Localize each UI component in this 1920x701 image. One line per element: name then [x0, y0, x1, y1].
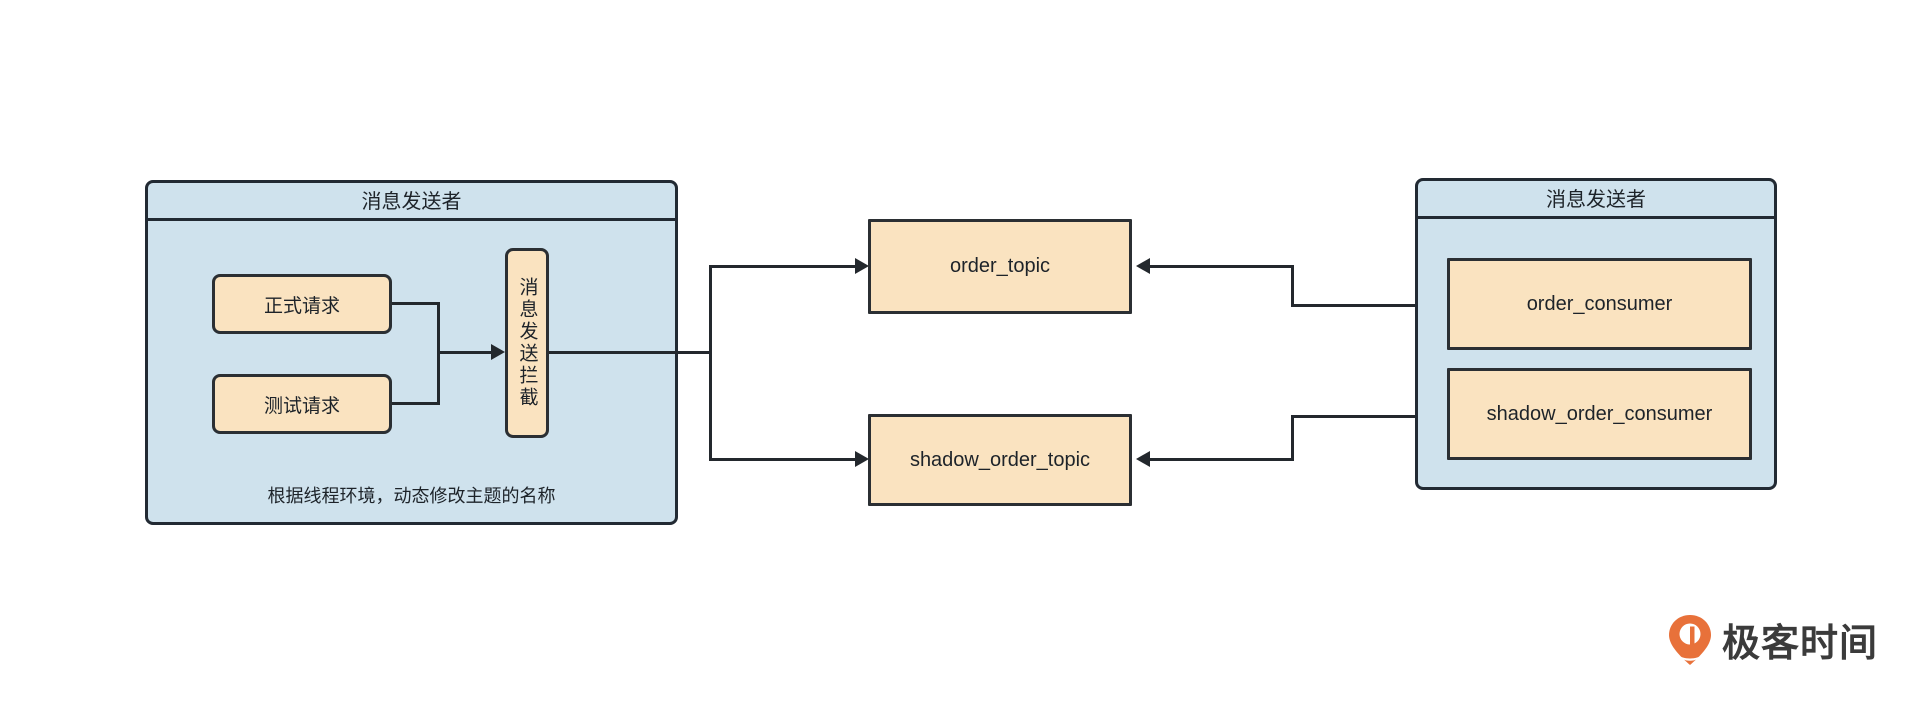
box-normal-request-label: 正式请求 [263, 295, 340, 317]
brand-logo: 极客时间 [1668, 612, 1878, 667]
connector-topic-split-vertical [709, 265, 712, 461]
arrowhead-shadow-consumer-to-topic [1136, 451, 1150, 467]
arrowhead-shadow-order-topic [855, 451, 869, 467]
box-normal-request[interactable]: 正式请求 [212, 274, 392, 334]
connector-test-to-merge [392, 402, 440, 405]
box-order-consumer-label: order_consumer [1526, 292, 1673, 315]
box-shadow-order-consumer[interactable]: shadow_order_consumer [1447, 368, 1752, 460]
arrowhead-to-interceptor [491, 344, 505, 360]
box-shadow-order-consumer-label: shadow_order_consumer [1486, 402, 1713, 425]
connector-to-order-topic [709, 265, 863, 268]
connector-order-consumer-to-topic [1150, 265, 1294, 268]
box-order-topic-label: order_topic [949, 255, 1051, 277]
left-container-note: 根据线程环境，动态修改主题的名称 [267, 486, 556, 506]
connector-order-consumer-out [1291, 304, 1415, 307]
geektime-mark-icon [1668, 614, 1712, 666]
box-test-request[interactable]: 测试请求 [212, 374, 392, 434]
connector-shadow-consumer-step [1291, 415, 1294, 461]
box-shadow-order-topic-label: shadow_order_topic [909, 448, 1091, 471]
brand-logo-text: 极客时间 [1722, 621, 1879, 665]
arrowhead-order-consumer-to-topic [1136, 258, 1150, 274]
connector-order-consumer-step [1291, 265, 1294, 307]
box-message-send-interceptor-label: 消息发送拦截 [516, 277, 538, 409]
box-shadow-order-topic[interactable]: shadow_order_topic [868, 414, 1132, 506]
left-container-title: 消息发送者 [148, 183, 675, 221]
box-message-send-interceptor[interactable]: 消息发送拦截 [505, 248, 549, 438]
connector-shadow-consumer-out [1291, 415, 1415, 418]
box-order-topic[interactable]: order_topic [868, 219, 1132, 314]
connector-to-shadow-order-topic [709, 458, 863, 461]
right-container-title: 消息发送者 [1418, 181, 1774, 219]
box-test-request-label: 测试请求 [263, 395, 340, 417]
connector-normal-to-merge [392, 302, 440, 305]
connector-merge-to-interceptor [437, 351, 491, 354]
arrowhead-order-topic [855, 258, 869, 274]
connector-shadow-consumer-to-topic [1150, 458, 1294, 461]
connector-interceptor-out [549, 351, 712, 354]
box-order-consumer[interactable]: order_consumer [1447, 258, 1752, 350]
